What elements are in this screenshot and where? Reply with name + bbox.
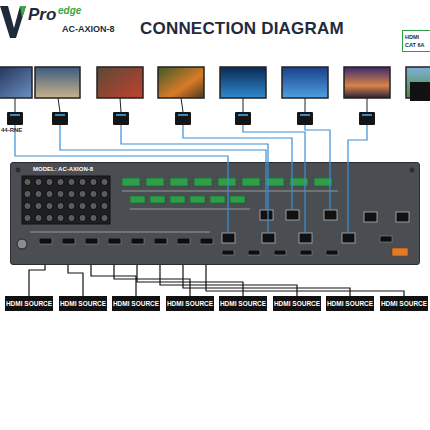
- receiver-led: [55, 114, 65, 116]
- hdmi-lead: [15, 98, 16, 112]
- hdmi-cable: [206, 265, 404, 296]
- hdmi-cable: [137, 265, 243, 296]
- hdmi-source-box: HDMI SOURCE: [166, 296, 214, 311]
- hdmi-source-box: HDMI SOURCE: [326, 296, 374, 311]
- logo-text: Pro: [28, 5, 56, 25]
- hdmi-source-box: HDMI SOURCE: [219, 296, 267, 311]
- node-text: HDMI SOURCE: [381, 300, 427, 307]
- legend-entry: CAT 6A: [405, 41, 430, 49]
- node-text: HDMI SOURCE: [167, 300, 213, 307]
- model-number: AC-AXION-8: [62, 24, 115, 34]
- hdmi-lead: [120, 98, 121, 112]
- hdmi-source-box: HDMI SOURCE: [273, 296, 321, 311]
- logo-accent: [20, 6, 26, 18]
- legend-box: HDMI CAT 6A: [402, 30, 430, 52]
- node-text: HDMI SOURCE: [113, 300, 159, 307]
- hdmi-cable: [68, 265, 83, 296]
- hdmi-lead: [305, 98, 306, 112]
- display-screen: [0, 67, 32, 98]
- receiver-led: [238, 114, 248, 116]
- receiver-box: [297, 112, 313, 125]
- receiver-model: 44-RNE: [1, 127, 22, 133]
- logo-text: edge: [58, 5, 81, 16]
- screen-leads: [15, 98, 367, 112]
- node-text: MODEL: AC-AXION-8: [33, 166, 93, 172]
- hdmi-lead: [367, 98, 368, 112]
- receiver-box: [113, 112, 129, 125]
- hdmi-cable: [114, 265, 190, 296]
- display-screen: [220, 67, 266, 98]
- receiver-box: [52, 112, 68, 125]
- node-text: HDMI SOURCE: [220, 300, 266, 307]
- logo-mark: [0, 6, 26, 38]
- diagram-title: CONNECTION DIAGRAM: [140, 19, 344, 39]
- display-row: [0, 67, 430, 98]
- node-text: HDMI SOURCE: [6, 300, 52, 307]
- display-screen: [97, 67, 143, 98]
- receiver-led: [362, 114, 372, 116]
- receiver-row: [7, 112, 375, 125]
- receiver-highlights: [10, 114, 372, 116]
- hdmi-cable: [91, 265, 136, 296]
- hdmi-lead: [58, 98, 60, 112]
- legend-entry: HDMI: [405, 33, 430, 41]
- node-text: HDMI SOURCE: [274, 300, 320, 307]
- display-screen: [344, 67, 390, 98]
- receiver-box: [235, 112, 251, 125]
- hdmi-source-box: HDMI SOURCE: [112, 296, 160, 311]
- node-text: HDMI SOURCE: [60, 300, 106, 307]
- hdmi-lead: [181, 98, 183, 112]
- hdmi-cable: [29, 265, 45, 296]
- receiver-box: [7, 112, 23, 125]
- display-screen: [282, 67, 328, 98]
- receiver-led: [116, 114, 126, 116]
- hdmi-source-box: HDMI SOURCE: [59, 296, 107, 311]
- hdmi-source-box: HDMI SOURCE: [5, 296, 53, 311]
- hdmi-source-box: HDMI SOURCE: [380, 296, 428, 311]
- legend-text: CAT 6A: [405, 42, 424, 48]
- legend-text: HDMI: [405, 34, 419, 40]
- receiver-box: [359, 112, 375, 125]
- receiver-led: [300, 114, 310, 116]
- display-screen: [35, 67, 80, 98]
- hdmi-cable: [183, 265, 350, 296]
- hdmi-cable: [160, 265, 297, 296]
- display-screen: [158, 67, 204, 98]
- matrix-switcher: MODEL: AC-AXION-8: [10, 162, 420, 265]
- hdmi-lead: [243, 98, 244, 112]
- cropped-badge: [410, 82, 430, 101]
- receiver-box: [175, 112, 191, 125]
- node-text: HDMI SOURCE: [327, 300, 373, 307]
- receiver-led: [178, 114, 188, 116]
- receiver-led: [10, 114, 20, 116]
